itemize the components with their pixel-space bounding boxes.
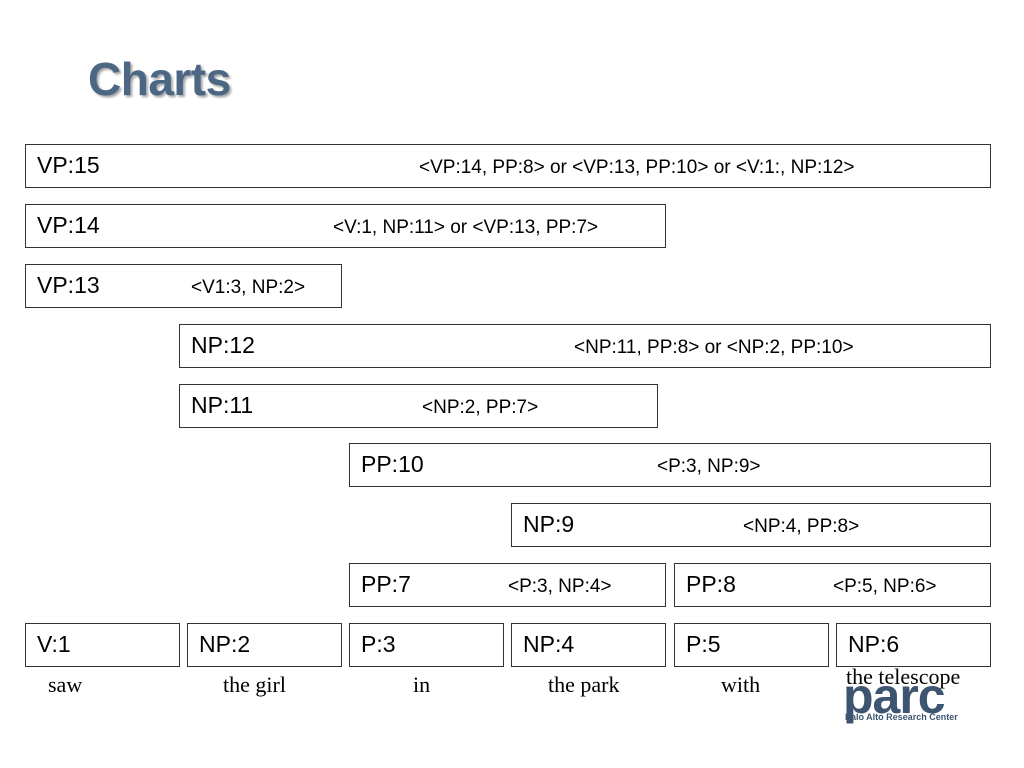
edge-label: VP:14 xyxy=(37,212,100,238)
chart-edge-p3: P:3 xyxy=(349,623,504,667)
edge-label: NP:2 xyxy=(199,631,251,657)
edge-derivation: <NP:4, PP:8> xyxy=(743,516,860,537)
logo-mark: parc xyxy=(843,668,946,724)
chart-edge-np6: NP:6 xyxy=(836,623,991,667)
chart-edge-pp10: PP:10 <P:3, NP:9> xyxy=(349,443,991,487)
edge-derivation: <VP:14, PP:8> or <VP:13, PP:10> or <V:1:… xyxy=(419,157,855,178)
edge-label: VP:13 xyxy=(37,272,100,298)
edge-label: V:1 xyxy=(37,631,71,657)
word-the-girl: the girl xyxy=(223,672,286,697)
edge-label: NP:12 xyxy=(191,332,255,358)
chart-edge-p5: P:5 xyxy=(674,623,829,667)
word-the-park: the park xyxy=(548,672,620,697)
edge-label: PP:8 xyxy=(686,571,736,597)
edge-label: NP:4 xyxy=(523,631,575,657)
chart-edge-vp14: VP:14 <V:1, NP:11> or <VP:13, PP:7> xyxy=(25,204,666,248)
edge-label: NP:11 xyxy=(191,392,254,418)
edge-label: NP:9 xyxy=(523,511,575,537)
chart-edge-np2: NP:2 xyxy=(187,623,342,667)
word-with: with xyxy=(721,672,761,697)
edge-derivation: <V:1, NP:11> or <VP:13, PP:7> xyxy=(333,217,599,238)
chart-edge-vp13: VP:13 <V1:3, NP:2> xyxy=(25,264,342,308)
edge-label: NP:6 xyxy=(848,631,900,657)
chart-edge-vp15: VP:15 <VP:14, PP:8> or <VP:13, PP:10> or… xyxy=(25,144,991,188)
edge-label: PP:7 xyxy=(361,571,411,597)
edge-derivation: <V1:3, NP:2> xyxy=(191,277,306,298)
chart-edge-np9: NP:9 <NP:4, PP:8> xyxy=(511,503,991,547)
edge-derivation: <P:3, NP:4> xyxy=(508,576,612,597)
chart-edge-np12: NP:12 <NP:11, PP:8> or <NP:2, PP:10> xyxy=(179,324,991,368)
edge-label: PP:10 xyxy=(361,451,424,477)
chart-edge-np4: NP:4 xyxy=(511,623,666,667)
word-the-telescope: the telescope xyxy=(846,664,961,689)
edge-derivation: <NP:2, PP:7> xyxy=(422,397,539,418)
edge-derivation: <NP:11, PP:8> or <NP:2, PP:10> xyxy=(574,337,854,358)
word-saw: saw xyxy=(48,672,83,697)
edge-label: VP:15 xyxy=(37,152,100,178)
chart-edge-np11: NP:11 <NP:2, PP:7> xyxy=(179,384,658,428)
edge-label: P:3 xyxy=(361,631,396,657)
logo-subtitle: Palo Alto Research Center xyxy=(845,712,958,722)
chart-edge-pp8: PP:8 <P:5, NP:6> xyxy=(674,563,991,607)
edge-derivation: <P:3, NP:9> xyxy=(657,456,761,477)
chart-edge-v1: V:1 xyxy=(25,623,180,667)
edge-label: P:5 xyxy=(686,631,721,657)
parc-logo: parc Palo Alto Research Center xyxy=(843,668,983,728)
word-in: in xyxy=(413,672,431,697)
page-title: Charts xyxy=(88,53,231,105)
chart-edge-pp7: PP:7 <P:3, NP:4> xyxy=(349,563,666,607)
edge-derivation: <P:5, NP:6> xyxy=(833,576,937,597)
